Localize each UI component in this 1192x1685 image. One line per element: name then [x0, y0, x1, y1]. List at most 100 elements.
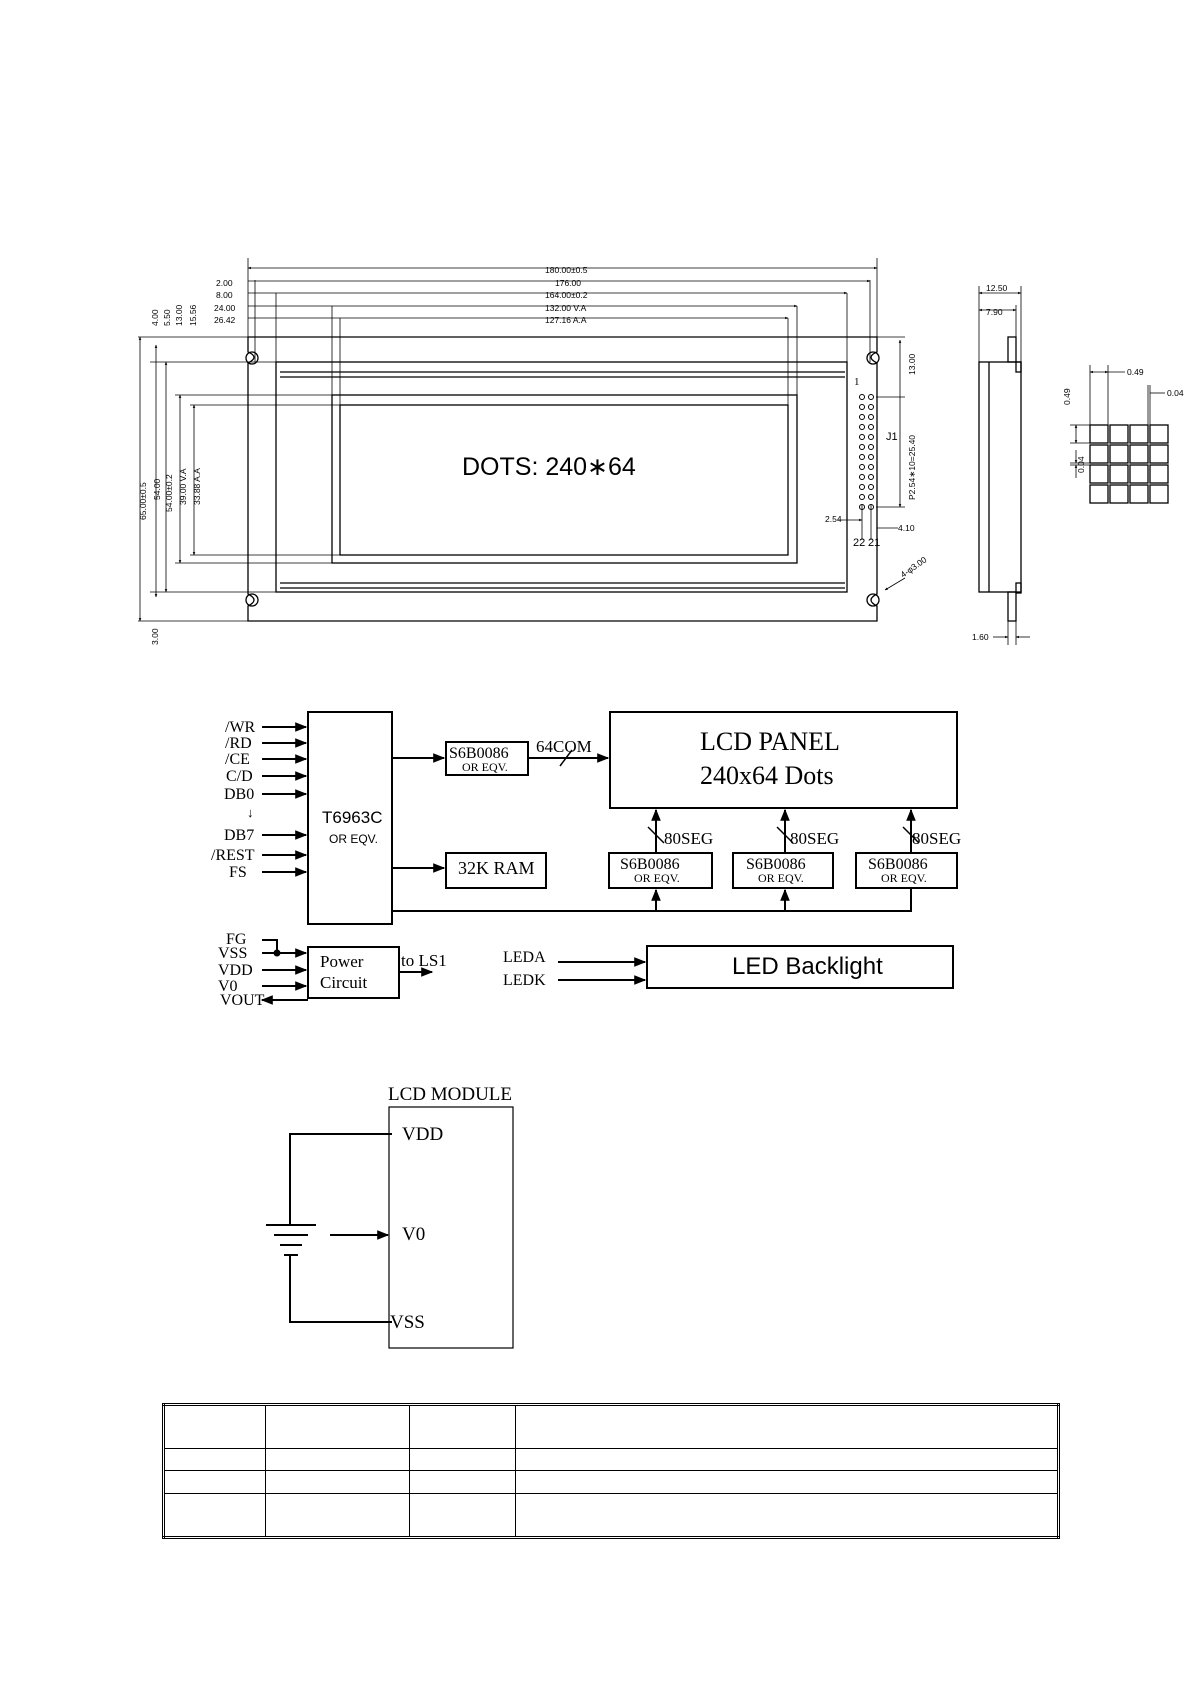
table-cell	[265, 1403, 410, 1450]
table-row	[163, 1448, 1059, 1472]
dim-width-overall: 180.00±0.5	[545, 265, 588, 275]
table-cell	[515, 1403, 1059, 1450]
dim-height-54: 54.00	[152, 478, 162, 500]
table-cell	[515, 1492, 1059, 1539]
table-row	[163, 1492, 1059, 1539]
dots-label: DOTS: 240∗64	[462, 453, 636, 481]
power-input-v0: V0	[218, 978, 238, 995]
power-out-label: to LS1	[401, 951, 447, 970]
backlight-label: LED Backlight	[732, 953, 883, 980]
seg-driver-name-3: S6B0086	[868, 856, 928, 873]
input-cd: C/D	[226, 768, 253, 785]
ram-label: 32K RAM	[458, 858, 535, 878]
dim-top-13: 13.00	[174, 304, 184, 326]
dot-gap-h: 0.04	[1167, 388, 1184, 398]
panel-line2: 240x64 Dots	[700, 761, 834, 790]
controller-sub: OR EQV.	[329, 832, 378, 846]
input-db0: DB0	[224, 786, 254, 803]
input-rest: /REST	[211, 847, 255, 864]
module-pin-vdd: VDD	[402, 1124, 443, 1145]
table-cell	[409, 1470, 516, 1494]
lcd-module-title: LCD MODULE	[388, 1084, 512, 1105]
connector-pin1: 1	[854, 376, 860, 388]
table-cell	[409, 1403, 516, 1450]
hole-dim: 4-φ3.00	[898, 554, 928, 579]
dot-gap-v: 0.04	[1076, 456, 1086, 473]
dim-height-va: 39.00 V.A	[178, 468, 188, 505]
table-cell	[265, 1492, 410, 1539]
bezel	[275, 361, 848, 593]
side-inner: 7.90	[986, 307, 1003, 317]
controller-box	[307, 711, 393, 925]
viewing-area	[331, 394, 798, 564]
module-outline-drawing	[138, 258, 906, 622]
lcd-module-box	[388, 1106, 514, 1349]
seg-driver-name-1: S6B0086	[620, 856, 680, 873]
connector-label: J1	[886, 431, 898, 443]
module-outline	[247, 336, 878, 622]
block-diagram	[260, 711, 958, 1005]
dot-size-v: 0.49	[1062, 388, 1072, 405]
backlight-box	[646, 945, 954, 989]
dim-top-4: 4.00	[150, 309, 160, 326]
seg-driver-name-2: S6B0086	[746, 856, 806, 873]
dim-height-54b: 54.00±0.2	[164, 474, 174, 512]
drawing-labels: 180.00±0.5 176.00 164.00±0.2 132.00 V.A …	[138, 265, 929, 645]
dim-left-2: 2.00	[216, 278, 233, 288]
power-supply-diagram	[266, 1106, 514, 1349]
module-pin-v0: V0	[402, 1224, 425, 1245]
connector-top: 13.00	[907, 353, 917, 375]
seg-driver-box-1	[608, 852, 713, 889]
dim-left-26: 26.42	[214, 315, 236, 325]
pin-table	[162, 1403, 1060, 1539]
dim-width-va: 132.00 V.A	[545, 303, 587, 313]
connector-pin22: 22	[853, 537, 865, 549]
dim-width-176: 176.00	[555, 278, 581, 288]
dim-left-24: 24.00	[214, 303, 236, 313]
table-cell	[409, 1492, 516, 1539]
dim-height-overall: 65.00±0.5	[138, 482, 148, 520]
table-cell	[265, 1470, 410, 1494]
seg-driver-box-2	[732, 852, 834, 889]
dim-width-164: 164.00±0.2	[545, 290, 588, 300]
input-rd: /RD	[225, 735, 252, 752]
input-fs: FS	[229, 864, 247, 881]
side-view	[978, 286, 1030, 645]
table-cell	[409, 1448, 516, 1472]
table-cell	[163, 1492, 266, 1539]
seg-driver-sub-1: OR EQV.	[634, 871, 680, 885]
dim-width-aa: 127.16 A.A	[545, 315, 587, 325]
com-bus-label: 64COM	[536, 737, 592, 756]
connector-offset: 4.10	[898, 523, 915, 533]
power-circuit-line1: Power	[320, 952, 364, 971]
dim-top-5: 5.50	[162, 309, 172, 326]
com-driver-name: S6B0086	[449, 745, 509, 762]
dot-detail	[1070, 365, 1169, 504]
dim-bottom-3: 3.00	[150, 628, 160, 645]
seg-driver-box-3	[855, 852, 958, 889]
table-cell	[515, 1470, 1059, 1494]
connector-pins	[859, 394, 874, 510]
power-input-vdd: VDD	[218, 962, 253, 979]
connector-pitch: P2.54∗10=25.40	[907, 435, 917, 500]
dot-size: 0.49	[1127, 367, 1144, 377]
table-cell	[163, 1448, 266, 1472]
dim-left-8: 8.00	[216, 290, 233, 300]
power-input-vss: VSS	[218, 945, 247, 962]
input-db7: DB7	[224, 827, 254, 844]
table-row	[163, 1470, 1059, 1494]
input-arrow: ↓	[247, 805, 254, 820]
power-circuit-line2: Circuit	[320, 973, 367, 992]
table-cell	[265, 1448, 410, 1472]
led-input-ledk: LEDK	[503, 972, 546, 989]
seg-bus-label-1: 80SEG	[664, 829, 713, 848]
com-driver-sub: OR EQV.	[462, 760, 508, 774]
table-row	[163, 1403, 1059, 1450]
seg-bus-label-2: 80SEG	[790, 829, 839, 848]
table-cell	[163, 1470, 266, 1494]
input-wr: /WR	[225, 719, 256, 736]
panel-box	[609, 711, 958, 809]
seg-bus-label-3: 80SEG	[912, 829, 961, 848]
controller-name: T6963C	[322, 808, 382, 827]
